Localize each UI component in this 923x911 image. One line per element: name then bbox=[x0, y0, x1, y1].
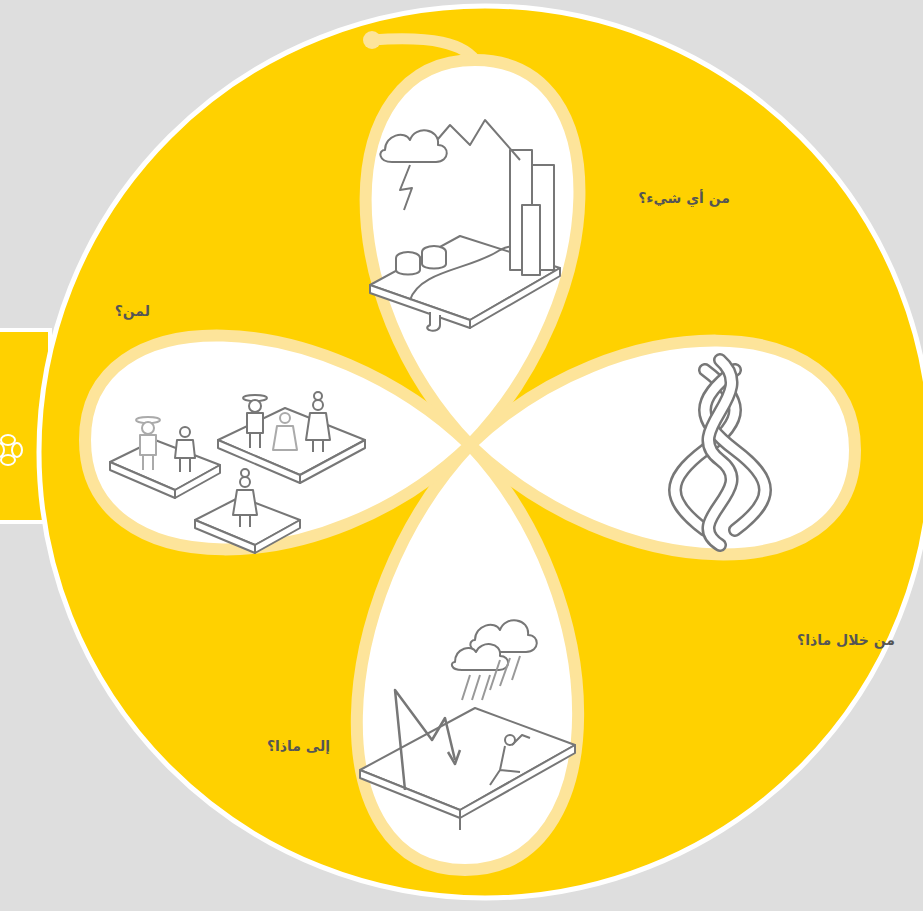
people-icon bbox=[110, 392, 365, 553]
main-circle bbox=[39, 6, 923, 898]
question-label: لمن؟ bbox=[115, 303, 150, 319]
loop-dot bbox=[363, 31, 381, 49]
petal bbox=[85, 336, 470, 550]
tab-icon bbox=[0, 435, 22, 465]
question-label: من خلال ماذا؟ bbox=[797, 632, 895, 648]
braid-icon bbox=[675, 360, 765, 545]
question-label: من أي شيء؟ bbox=[638, 190, 730, 206]
question-label: إلى ماذا؟ bbox=[267, 738, 330, 754]
impact-icon bbox=[360, 620, 575, 830]
hazard-icon bbox=[370, 120, 560, 331]
petals bbox=[85, 60, 855, 870]
